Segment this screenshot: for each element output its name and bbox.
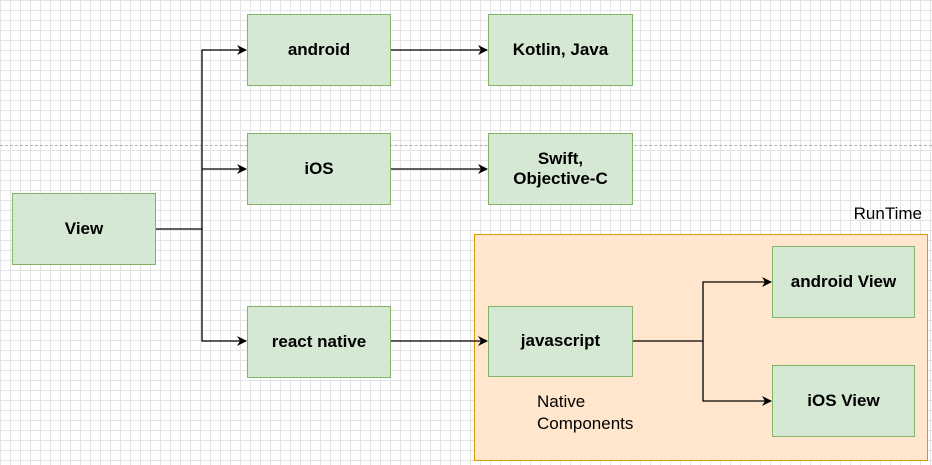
react-native-node-label: react native	[271, 331, 367, 351]
view-node-label: View	[64, 218, 104, 238]
kotlin-java-node: Kotlin, Java	[488, 14, 633, 86]
ios-node-label: iOS	[304, 158, 334, 178]
android-view-node: android View	[772, 246, 915, 318]
javascript-node-label: javascript	[520, 331, 601, 351]
android-node: android	[247, 14, 391, 86]
runtime-label: RunTime	[853, 204, 922, 223]
edge-javascript-ios-view	[702, 341, 772, 406]
android-view-node-label: android View	[790, 271, 897, 291]
ios-node: iOS	[247, 133, 391, 205]
native-components-label: Native Components	[537, 391, 633, 435]
swift-objc-node-label-line1: Swift,	[537, 148, 584, 168]
swift-objc-node-label-line2: Objective-C	[513, 169, 608, 188]
swift-objc-node: Swift, Objective-C	[488, 133, 633, 205]
android-node-label: android	[287, 39, 351, 59]
kotlin-java-node-label: Kotlin, Java	[512, 39, 609, 59]
javascript-node: javascript	[488, 306, 633, 377]
ios-view-node: iOS View	[772, 365, 915, 437]
edge-javascript-android-view	[633, 277, 772, 342]
edge-view-react-native	[201, 229, 247, 346]
dashed-divider	[0, 145, 932, 146]
edge-view-android	[156, 45, 247, 230]
native-components-label-line2: Components	[537, 414, 634, 433]
ios-view-node-label: iOS View	[807, 390, 880, 410]
native-components-label-line1: Native	[537, 392, 586, 411]
view-node: View	[12, 193, 156, 265]
react-native-node: react native	[247, 306, 391, 378]
